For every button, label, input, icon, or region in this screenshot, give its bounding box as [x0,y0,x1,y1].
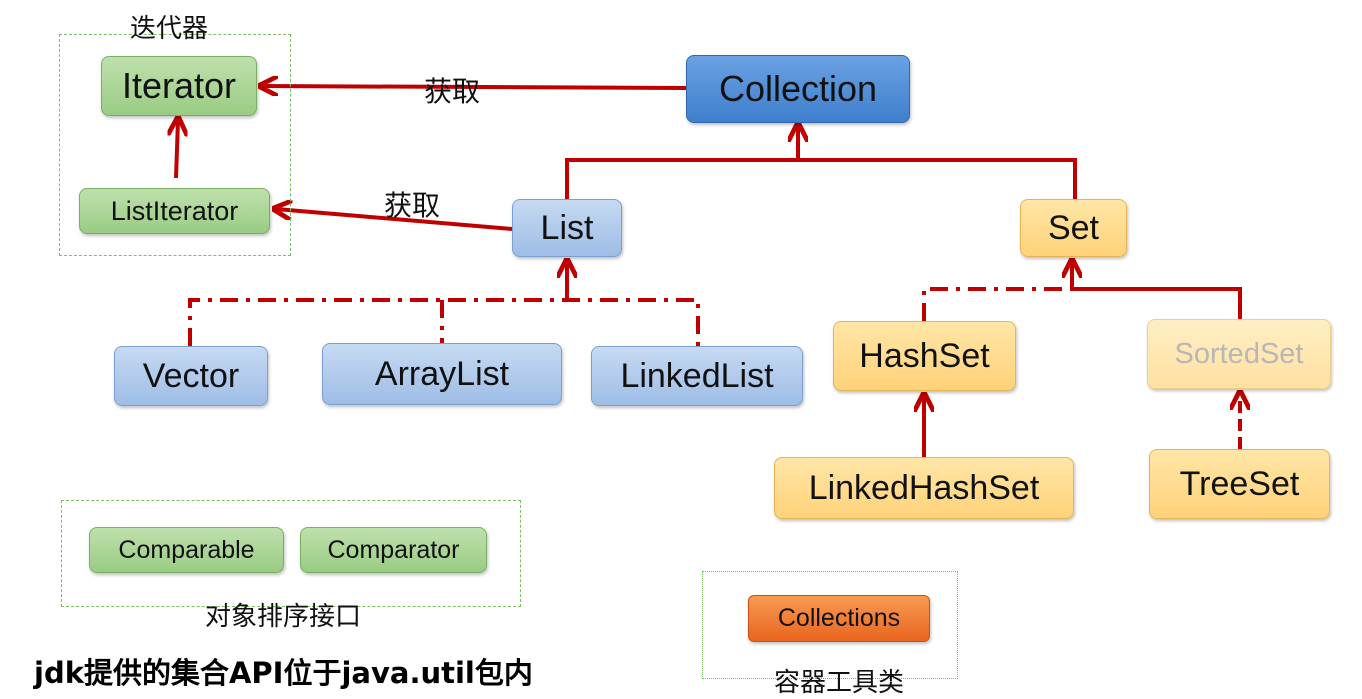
hashset-node[interactable]: HashSet [833,321,1016,391]
vector-node[interactable]: Vector [114,346,268,406]
iterator-group-label: 迭代器 [130,14,209,44]
sortedset-node[interactable]: SortedSet [1147,319,1331,389]
comparable-node[interactable]: Comparable [89,527,284,573]
sort-interfaces-group-label: 对象排序接口 [205,602,362,632]
container-tools-group-label: 容器工具类 [774,668,905,698]
iterator-node[interactable]: Iterator [101,56,257,116]
set-node[interactable]: Set [1020,199,1127,257]
container-tools-group [702,571,958,679]
sort-interfaces-group [61,500,521,607]
arraylist-node[interactable]: ArrayList [322,343,562,405]
comparator-node[interactable]: Comparator [300,527,487,573]
edge-label-get-listiterator: 获取 [384,189,441,222]
treeset-node[interactable]: TreeSet [1149,449,1330,519]
edge-list-impls [188,298,700,346]
linkedlist-node[interactable]: LinkedList [591,346,803,406]
edge-sortedset-to-set [1072,287,1242,319]
edge-list-set-to-collection [565,158,1077,199]
edge-list-to-listiterator [276,209,513,231]
collections-node[interactable]: Collections [748,595,930,642]
edge-collection-to-iterator [262,86,687,88]
linkedhashset-node[interactable]: LinkedHashSet [774,457,1074,519]
edge-label-get-iterator: 获取 [424,75,481,108]
iterator-group [59,34,291,256]
page-caption: jdk提供的集合API位于java.util包内 [34,656,533,690]
collection-node[interactable]: Collection [686,55,910,123]
listiterator-node[interactable]: ListIterator [79,188,270,234]
edge-listiterator-to-iterator [176,120,178,179]
list-node[interactable]: List [512,199,622,257]
edge-hashset-to-set [922,287,1072,321]
